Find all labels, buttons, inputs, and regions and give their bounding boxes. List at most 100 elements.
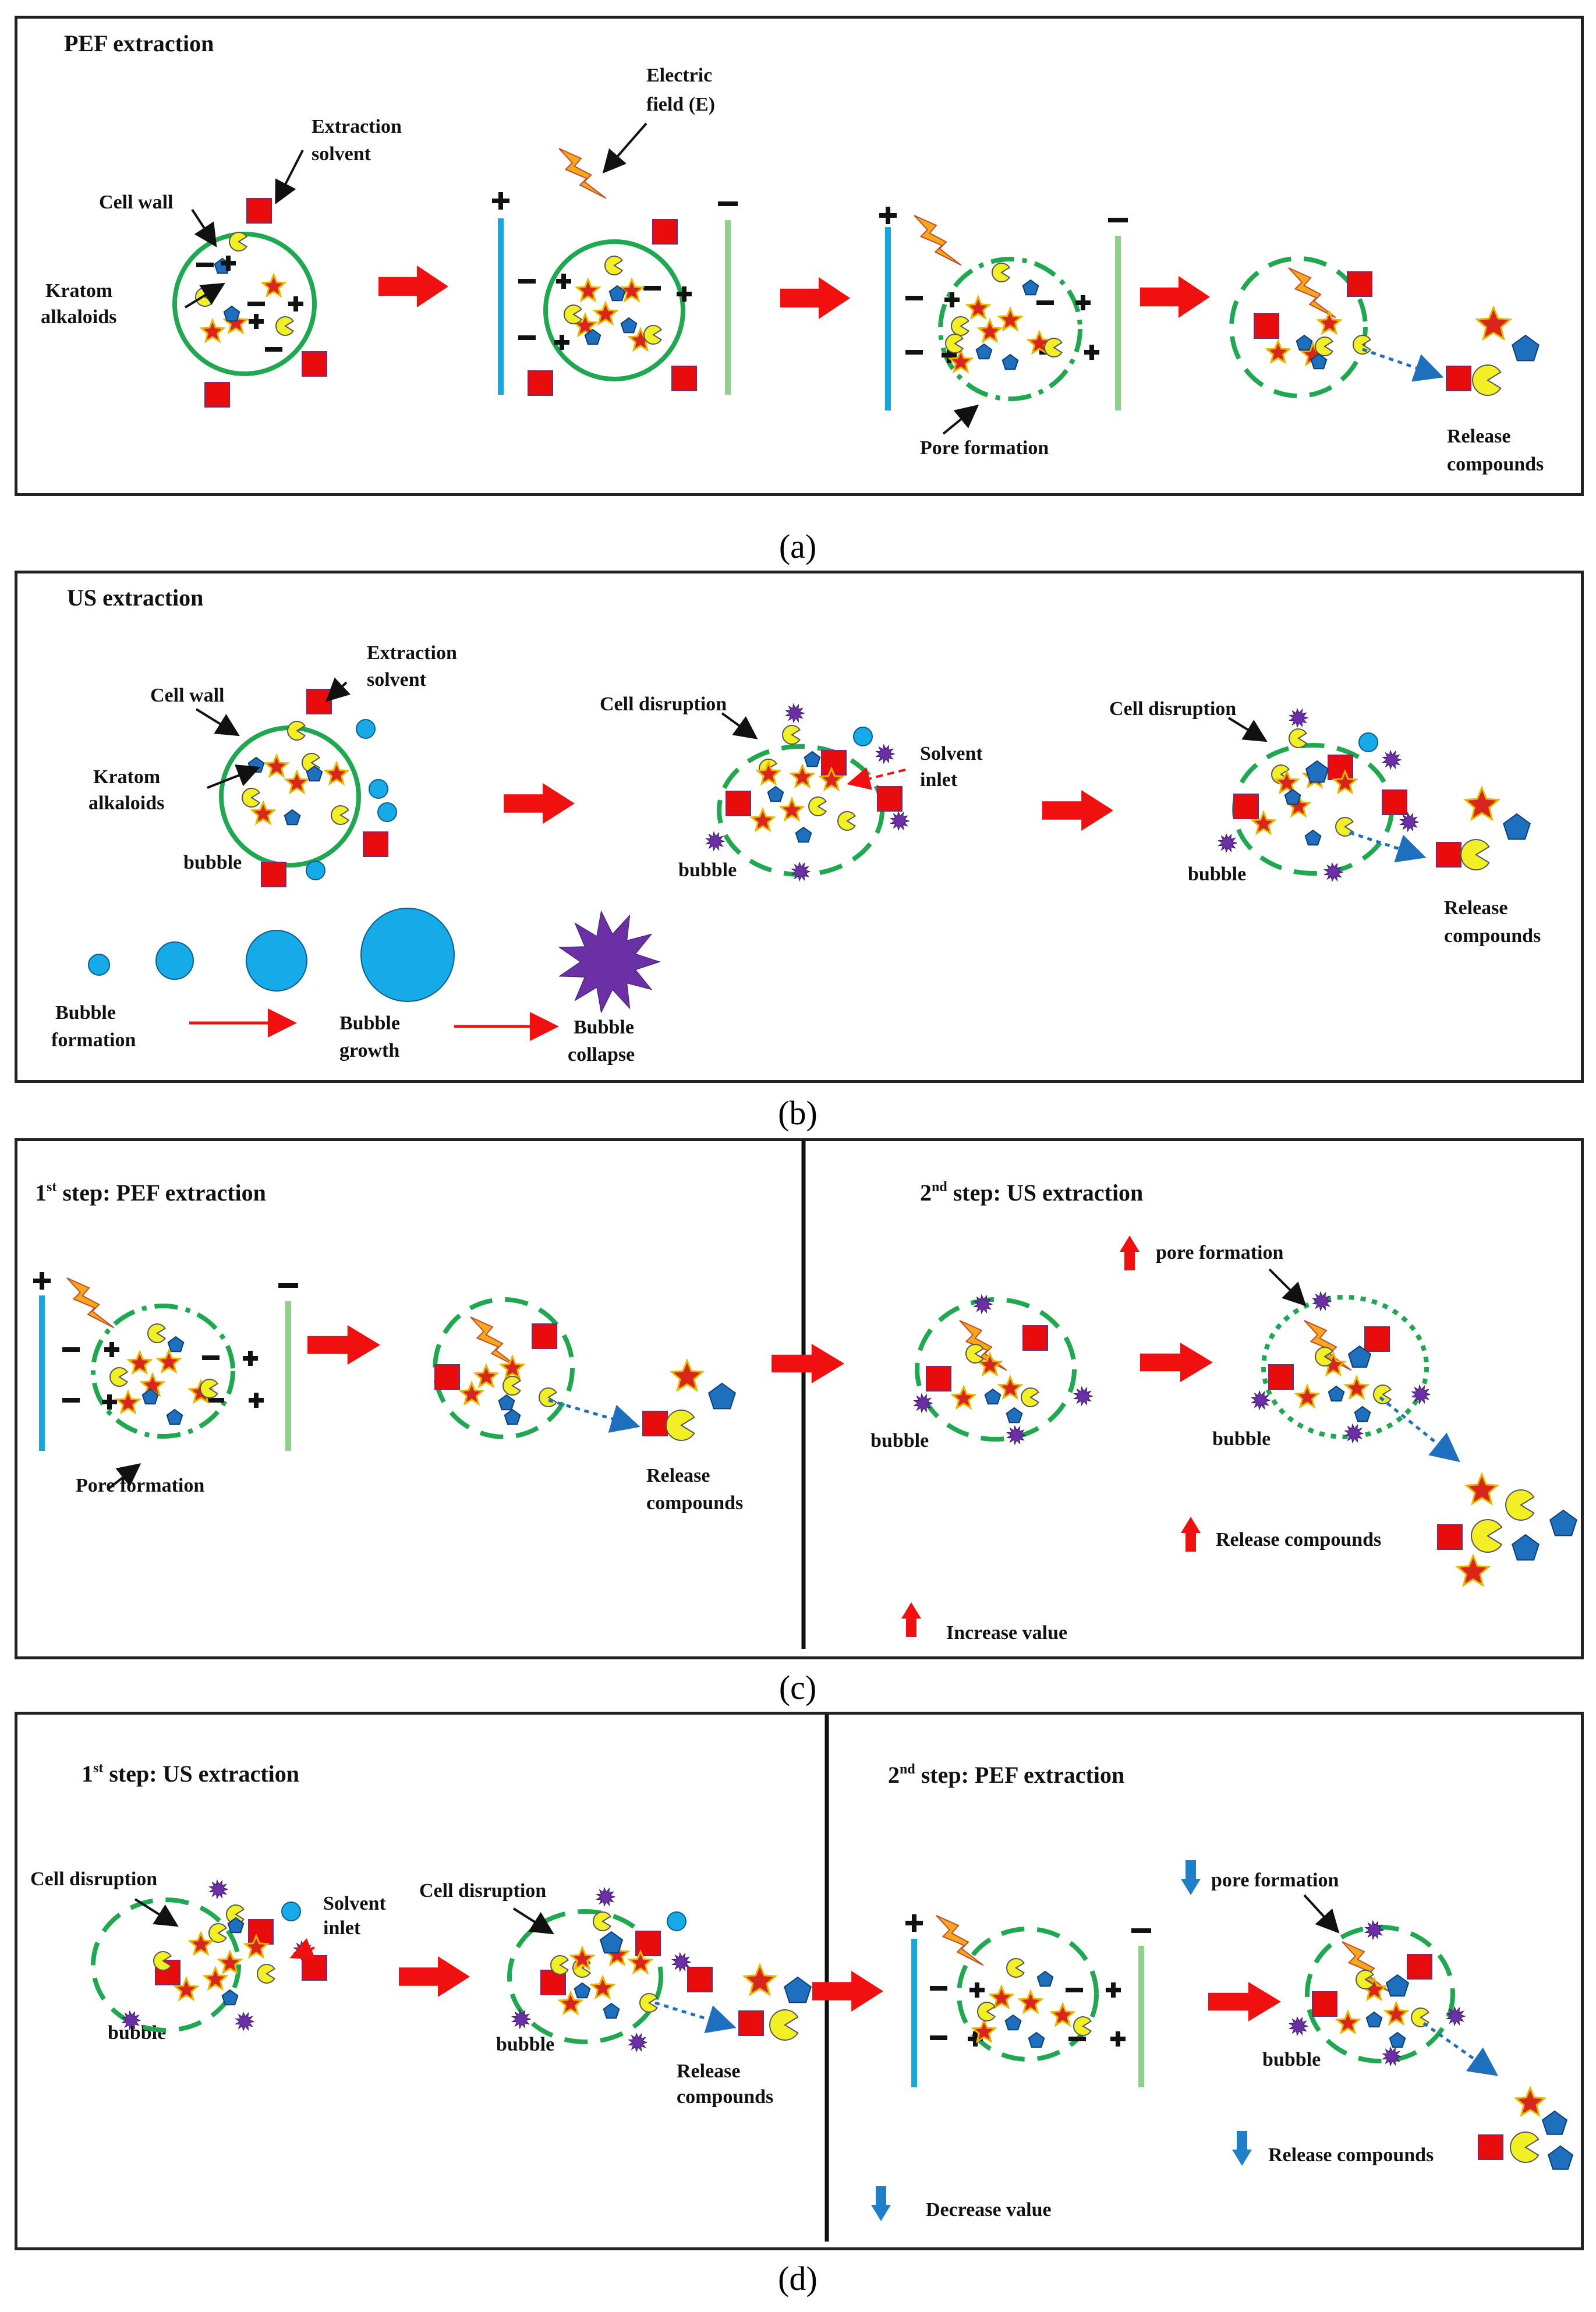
- star-compound: [284, 769, 310, 795]
- star-compound: [1464, 1472, 1500, 1506]
- pacman-compound: [965, 1344, 984, 1364]
- pentagon-compound: [708, 1382, 736, 1410]
- b-label-cellwall: Cell wall: [150, 685, 224, 706]
- bubble: [306, 861, 325, 880]
- pentagon-compound: [1028, 2031, 1045, 2048]
- release-dotted-arrow: [1362, 348, 1444, 382]
- star-compound: [1332, 769, 1358, 795]
- leader-arrow: [1268, 1268, 1307, 1307]
- process-arrow: [1140, 276, 1210, 318]
- pentagon-compound: [1004, 2014, 1022, 2031]
- pentagon-compound: [498, 1394, 515, 1411]
- b-label-disruption-1: Cell disruption: [600, 693, 727, 715]
- release-dotted-arrow: [548, 1398, 640, 1433]
- pacman-compound: [1373, 1385, 1392, 1404]
- star-compound: [155, 1348, 182, 1374]
- solvent-square: [1437, 1524, 1463, 1550]
- pacman-compound: [992, 263, 1010, 282]
- pentagon-compound: [1503, 813, 1531, 840]
- a-label-electric-1: Electric: [646, 65, 712, 86]
- solvent-square: [363, 831, 388, 857]
- plus-sign: [254, 314, 259, 329]
- c-label-pore-left: Pore formation: [76, 1475, 204, 1496]
- b-label-inlet-1: Solvent: [920, 743, 983, 764]
- pentagon-compound: [227, 1917, 245, 1934]
- b-label-bcollapse-2: collapse: [568, 1044, 635, 1065]
- star-compound: [1273, 769, 1300, 795]
- d-label-bubble-1: bubble: [108, 2022, 166, 2044]
- plus-sign: [560, 335, 564, 350]
- pentagon-compound: [1304, 829, 1322, 846]
- a-cell-2: [543, 239, 685, 381]
- pacman-compound: [257, 1964, 275, 1984]
- b-label-bubble-3: bubble: [1188, 863, 1246, 885]
- b-label-bgrowth-1: Bubble: [339, 1012, 400, 1034]
- minus-sign: [718, 201, 738, 206]
- star-compound: [755, 760, 782, 786]
- a-lightning-3: [1288, 267, 1336, 318]
- process-arrow: [378, 265, 448, 307]
- b-bubble-large: [360, 908, 455, 1002]
- b-label-release-2: compounds: [1444, 925, 1541, 947]
- star-compound: [976, 1351, 1003, 1377]
- leader-arrow: [191, 208, 217, 247]
- solvent-square: [1347, 271, 1372, 297]
- pacman-compound: [1471, 1519, 1503, 1553]
- c-step2-title: 2nd step: US extraction: [920, 1180, 1143, 1206]
- star-compound: [260, 272, 287, 298]
- pacman-compound: [1021, 1387, 1039, 1407]
- star-compound: [263, 753, 290, 778]
- a-label-solvent-2: solvent: [312, 143, 371, 165]
- pentagon-compound: [1365, 2011, 1383, 2028]
- bubble-collapse-burst: [791, 861, 811, 882]
- pacman-compound: [550, 1955, 569, 1975]
- star-compound: [589, 1974, 616, 2000]
- star-compound: [202, 1966, 229, 1991]
- minus-sign: [278, 1283, 298, 1288]
- pacman-compound: [200, 1379, 218, 1398]
- minus-sign: [247, 302, 265, 306]
- pacman-compound: [1510, 2132, 1540, 2163]
- panel-label-a: (a): [778, 527, 817, 565]
- pacman-compound: [229, 232, 247, 252]
- solvent-square: [1446, 366, 1471, 391]
- pacman-compound: [1472, 364, 1502, 396]
- bubble-collapse-burst: [208, 1879, 229, 1900]
- star-compound: [1335, 2009, 1361, 2035]
- pacman-compound: [153, 1951, 172, 1971]
- process-arrow: [812, 1971, 883, 2012]
- d-lightning-1: [936, 1915, 984, 1966]
- a-lightning-1: [558, 148, 607, 199]
- star-compound: [575, 277, 601, 303]
- d-decrease-arrow-pore: [1181, 1860, 1201, 1895]
- star-compound: [1343, 1375, 1370, 1400]
- bubble-collapse-burst: [1364, 1920, 1385, 1941]
- solvent-square: [1328, 755, 1353, 780]
- d-label-release-left-2: compounds: [677, 2086, 773, 2108]
- bubble-collapse-burst: [121, 2010, 141, 2031]
- minus-sign: [62, 1347, 80, 1352]
- bubble-collapse-burst: [1289, 2016, 1309, 2037]
- panel-b-title: US extraction: [67, 585, 203, 611]
- star-compound: [499, 1354, 526, 1380]
- star-compound: [669, 1358, 705, 1392]
- bubble-collapse-burst: [235, 2011, 255, 2032]
- pacman-compound: [1073, 2016, 1092, 2036]
- bubble-collapse-burst: [596, 1886, 616, 1907]
- c-cell-4: [1261, 1295, 1429, 1439]
- pentagon-compound: [1022, 279, 1039, 296]
- a-label-electric-2: field (E): [646, 94, 715, 115]
- star-compound: [818, 766, 845, 792]
- pentagon-compound: [141, 1388, 159, 1405]
- plus-sign: [973, 2031, 978, 2047]
- b-bubble-small: [155, 941, 194, 980]
- star-compound: [250, 800, 277, 826]
- solvent-square: [652, 219, 678, 245]
- b-label-solvent-1: Extraction: [367, 642, 457, 664]
- leader-arrow: [721, 712, 758, 739]
- pacman-compound: [769, 2009, 799, 2041]
- leader-arrow: [1227, 717, 1268, 742]
- solvent-square: [248, 1919, 274, 1945]
- d-legend-decrease: Decrease value: [926, 2199, 1052, 2221]
- pentagon-compound: [221, 1989, 239, 2006]
